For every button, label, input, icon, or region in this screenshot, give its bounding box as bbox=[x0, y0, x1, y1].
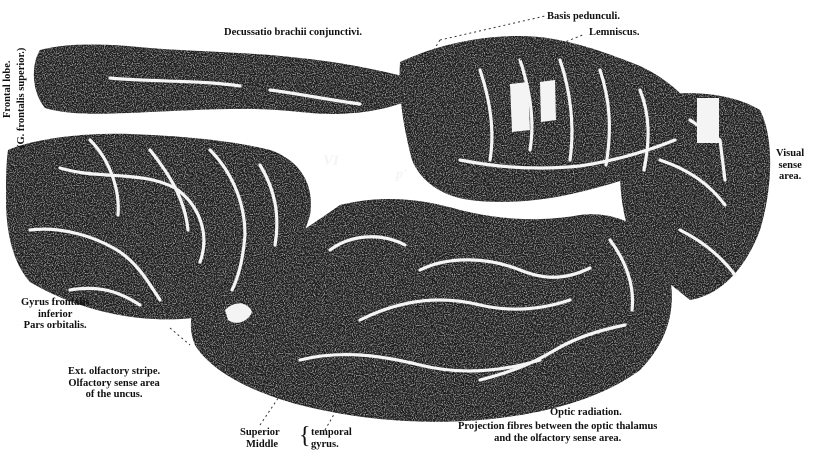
marker-p: p' bbox=[396, 167, 407, 183]
lemniscus-label: Lemniscus. bbox=[589, 27, 639, 39]
olfactory-label: Ext. olfactory stripe. Olfactory sense a… bbox=[68, 366, 160, 401]
temporal-brace: { bbox=[299, 424, 311, 448]
middle-label: Middle bbox=[246, 439, 278, 451]
g-frontalis-text: (G. frontalis superior.) bbox=[16, 48, 27, 148]
superior-label: Superior bbox=[240, 427, 280, 439]
optic-radiation-label: Optic radiation. bbox=[550, 407, 622, 419]
frontal-superior-gyrus bbox=[34, 45, 420, 115]
frontal-lobe-text: Frontal lobe. bbox=[2, 60, 13, 118]
basis-pedunculi-label: Basis pedunculi. bbox=[547, 11, 620, 23]
g-frontalis-label: (G. frontalis superior.) bbox=[16, 48, 28, 148]
projection-fibres-label: Projection fibres between the optic thal… bbox=[458, 421, 657, 444]
projection-line: Projection fibres between the optic thal… bbox=[458, 421, 657, 433]
decussatio-label: Decussatio brachii conjunctivi. bbox=[224, 27, 362, 39]
projection-line: and the olfactory sense area. bbox=[458, 433, 657, 445]
visual-line: area. bbox=[776, 171, 804, 183]
temporal-label: temporal bbox=[311, 427, 352, 439]
olfactory-line: Olfactory sense area bbox=[68, 378, 160, 390]
frontal-lobe-label: Frontal lobe. bbox=[2, 60, 14, 118]
gyrus-frontalis-line: Gyrus frontalis bbox=[21, 297, 89, 309]
gyrus-frontalis-line: inferior bbox=[21, 309, 89, 321]
gyrus-frontalis-label: Gyrus frontalis inferior Pars orbitalis. bbox=[21, 297, 89, 332]
gyrus-frontalis-line: Pars orbitalis. bbox=[21, 320, 89, 332]
visual-line: sense bbox=[776, 160, 804, 172]
visual-sense-area-label: Visual sense area. bbox=[776, 148, 804, 183]
olfactory-line: of the uncus. bbox=[68, 389, 160, 401]
gyrus-label: gyrus. bbox=[311, 439, 339, 451]
olfactory-line: Ext. olfactory stripe. bbox=[68, 366, 160, 378]
marker-vi: VI bbox=[323, 153, 339, 170]
visual-line: Visual bbox=[776, 148, 804, 160]
